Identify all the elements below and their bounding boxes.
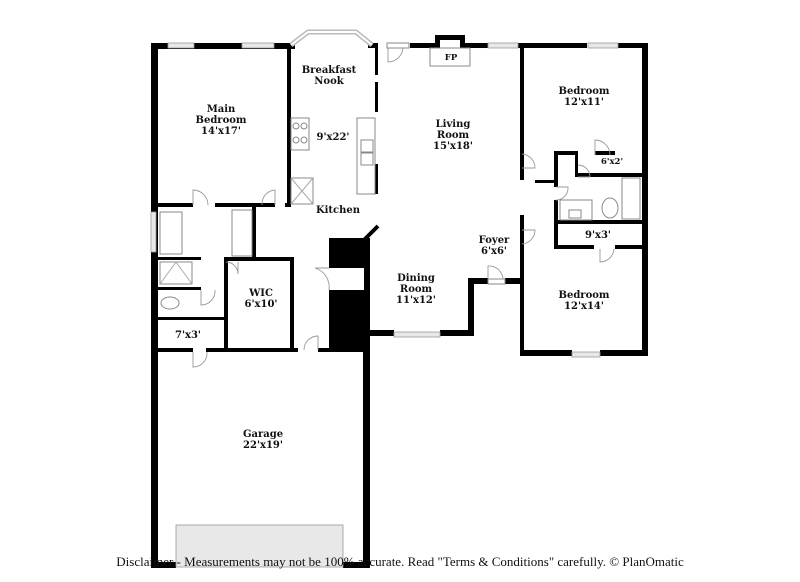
room-label-closet-6x2: 6'x2': [601, 157, 623, 168]
room-label-dining-room: Dining Room 11'x12': [396, 273, 436, 306]
room-label-closet-7x3: 7'x3': [175, 330, 201, 341]
room-dimensions: 6'x10': [244, 299, 278, 310]
room-label-fireplace: FP: [445, 53, 457, 64]
room-dimensions: 9'x22': [316, 132, 350, 143]
room-name-line1: Bedroom: [558, 86, 610, 97]
room-label-breakfast-nook: Breakfast Nook: [302, 65, 357, 87]
room-label-kitchen-dimensions: 9'x22': [317, 132, 350, 143]
room-name-line2: Room: [436, 130, 470, 141]
room-label-closet-9x3: 9'x3': [585, 230, 611, 241]
fireplace-label: FP: [444, 53, 458, 63]
room-label-kitchen: Kitchen: [316, 205, 360, 216]
room-name-line1: Dining: [397, 273, 435, 284]
room-dimensions: 6'x2': [600, 157, 624, 167]
room-name-line1: Main: [206, 104, 236, 115]
room-label-wic: WIC 6'x10': [245, 288, 278, 310]
room-label-bedroom-2: Bedroom 12'x11': [559, 86, 610, 108]
room-name-line1: Kitchen: [315, 205, 361, 216]
fixtures: [159, 47, 641, 310]
exterior-walls: [151, 35, 648, 568]
room-dimensions: 9'x3': [584, 230, 612, 241]
disclaimer-text: Disclaimer - Measurements may not be 100…: [116, 554, 684, 569]
room-label-main-bedroom: Main Bedroom 14'x17': [196, 104, 247, 137]
room-name-line2: Nook: [314, 76, 344, 87]
room-label-foyer: Foyer 6'x6': [479, 235, 510, 257]
room-dimensions: 6'x6': [480, 246, 508, 257]
room-dimensions: 7'x3': [174, 330, 202, 341]
room-dimensions: 14'x17': [201, 126, 241, 137]
room-dimensions: 15'x18': [433, 141, 473, 152]
windows: [150, 29, 619, 568]
room-name-line1: Breakfast: [301, 65, 357, 76]
room-label-garage: Garage 22'x19': [243, 429, 283, 451]
room-label-bedroom-3: Bedroom 12'x14': [559, 290, 610, 312]
room-dimensions: 12'x11': [564, 97, 604, 108]
room-dimensions: 22'x19': [243, 440, 283, 451]
doors: [192, 42, 615, 368]
room-label-living-room: Living Room 15'x18': [433, 119, 473, 152]
room-dimensions: 11'x12': [396, 295, 436, 306]
room-name-line1: Bedroom: [558, 290, 610, 301]
room-dimensions: 12'x14': [564, 301, 604, 312]
room-name-line1: Living: [435, 119, 471, 130]
interior-walls: [151, 82, 648, 352]
room-name-line1: Garage: [242, 429, 284, 440]
room-name-line2: Bedroom: [195, 115, 247, 126]
room-name-line1: Foyer: [478, 235, 510, 246]
room-name-line1: WIC: [249, 288, 273, 299]
room-name-line2: Room: [399, 284, 433, 295]
